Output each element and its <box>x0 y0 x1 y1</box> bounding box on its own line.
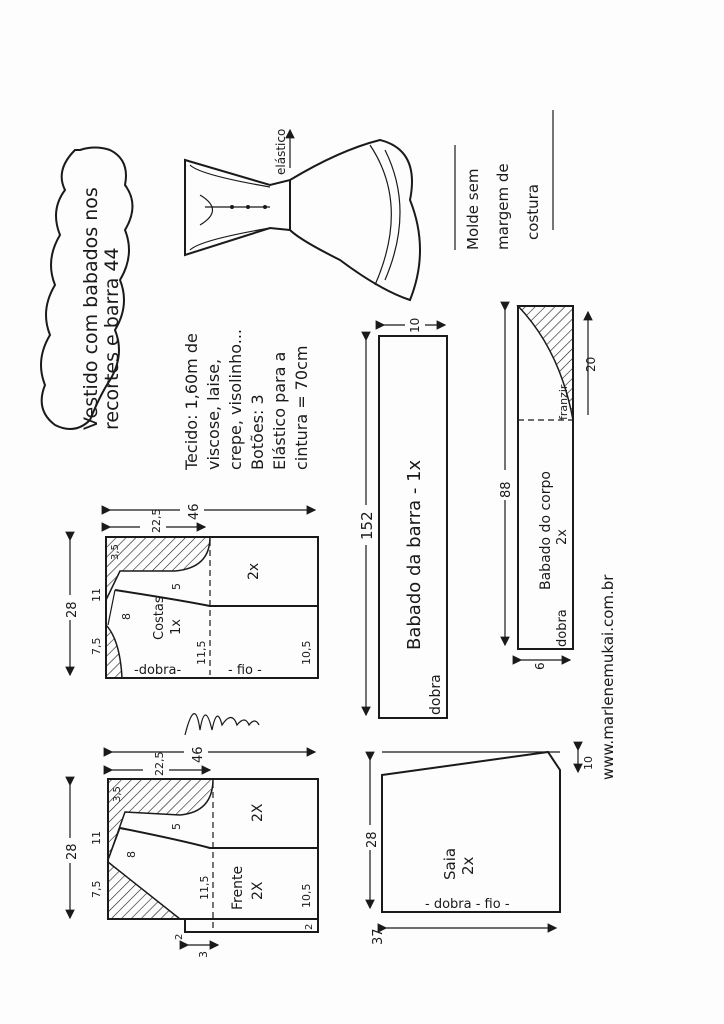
pattern-piece-hem-ruffle: 152 10 Babado da barra - 1x dobra <box>356 315 448 719</box>
seam-allowance-note: Molde sem margem de costura <box>454 110 554 250</box>
front-m35: 3,5 <box>112 786 123 802</box>
body-ruffle-qty: 2x <box>555 529 570 545</box>
back-label: Costas <box>152 596 167 640</box>
back-width: 46 <box>187 503 202 520</box>
title-line-2: recortes e barra 44 <box>101 247 123 430</box>
front-height: 28 <box>65 843 80 860</box>
front-m2a: 2 <box>174 934 185 940</box>
back-grain: - fio - <box>228 663 262 678</box>
front-width: 46 <box>191 746 206 763</box>
front-m2b: 2 <box>304 924 315 930</box>
note-line-2: margem de <box>494 163 512 250</box>
cloud-outline <box>40 146 134 430</box>
back-m35: 3,5 <box>110 544 121 560</box>
elastic-label: elástico <box>274 129 288 175</box>
title-line-1: Vestido com babados nos <box>80 187 102 430</box>
note-line-1: Molde sem <box>464 169 482 250</box>
materials-note: Tecido: 1,60m de viscose, laise, crepe, … <box>182 329 311 471</box>
front-m8: 8 <box>125 851 138 858</box>
back-m5: 5 <box>170 583 183 590</box>
body-ruffle-label: Babado do corpo <box>538 471 554 590</box>
website-url: www.marlenemukai.com.br <box>599 574 617 780</box>
body-ruffle-part: 20 <box>584 357 598 372</box>
skirt-label: Saia <box>441 848 459 880</box>
skirt-qty: 2x <box>459 856 477 875</box>
back-m105: 10,5 <box>300 641 313 666</box>
back-fold: -dobra- <box>134 663 181 678</box>
pattern-piece-back-bodice: 46 22,5 28 3,5 11 7,5 8 5 Costas 1x 2x 1… <box>60 495 319 679</box>
front-shoulder: 22,5 <box>153 752 166 777</box>
front-m115: 11,5 <box>198 876 211 901</box>
title-cloud: Vestido com babados nos recortes e barra… <box>40 146 134 430</box>
front-m11: 11 <box>90 831 103 845</box>
skirt-width: 37 <box>371 928 386 945</box>
front-upper-qty: 2X <box>250 803 266 822</box>
hem-ruffle-label: Babado da barra - 1x <box>404 459 425 650</box>
back-m8: 8 <box>120 613 133 620</box>
hem-ruffle-width: 10 <box>408 318 422 333</box>
front-m75: 7,5 <box>90 881 103 899</box>
note-line-3: costura <box>524 184 542 240</box>
materials-line-4: Botões: 3 <box>248 394 267 470</box>
back-m11: 11 <box>90 588 103 602</box>
hem-ruffle-length: 152 <box>358 511 376 540</box>
back-qty: 1x <box>169 619 184 635</box>
materials-line-3: crepe, visolinho... <box>226 329 245 470</box>
pattern-piece-front-bodice: 46 22,5 28 3,5 11 7,5 8 5 11,5 Frente 2X… <box>60 738 319 958</box>
back-height: 28 <box>65 601 80 618</box>
skirt-rise: 10 <box>582 756 595 770</box>
back-m75: 7,5 <box>90 638 103 656</box>
back-shoulder: 22,5 <box>150 509 163 534</box>
materials-line-6: cintura = 70cm <box>292 346 311 471</box>
body-ruffle-length: 88 <box>499 481 514 498</box>
front-m105: 10,5 <box>300 884 313 909</box>
pattern-piece-skirt: 28 37 10 Saia 2x - dobra - fio - <box>360 741 595 945</box>
dress-sketch: elástico <box>184 129 421 302</box>
body-ruffle-fold: dobra <box>555 609 570 647</box>
front-m5: 5 <box>170 823 183 830</box>
pattern-piece-body-ruffle: 88 20 franzir Babado do corpo 2x dobra 6 <box>495 301 598 670</box>
hem-ruffle-fold: dobra <box>428 674 444 715</box>
skirt-height: 28 <box>365 831 380 848</box>
materials-line-1: Tecido: 1,60m de <box>182 333 201 471</box>
body-ruffle-width: 6 <box>533 662 547 670</box>
back-m115: 11,5 <box>195 641 208 666</box>
signature <box>184 713 260 736</box>
materials-line-5: Elástico para a <box>270 352 289 470</box>
front-m3: 3 <box>197 951 210 958</box>
back-upper-qty: 2x <box>246 563 262 580</box>
front-label: Frente <box>230 866 246 910</box>
body-ruffle-gather: franzir <box>557 384 570 420</box>
materials-line-2: viscose, laise, <box>204 359 223 470</box>
skirt-fold: - dobra - fio - <box>425 897 510 912</box>
front-qty: 2X <box>250 881 266 900</box>
